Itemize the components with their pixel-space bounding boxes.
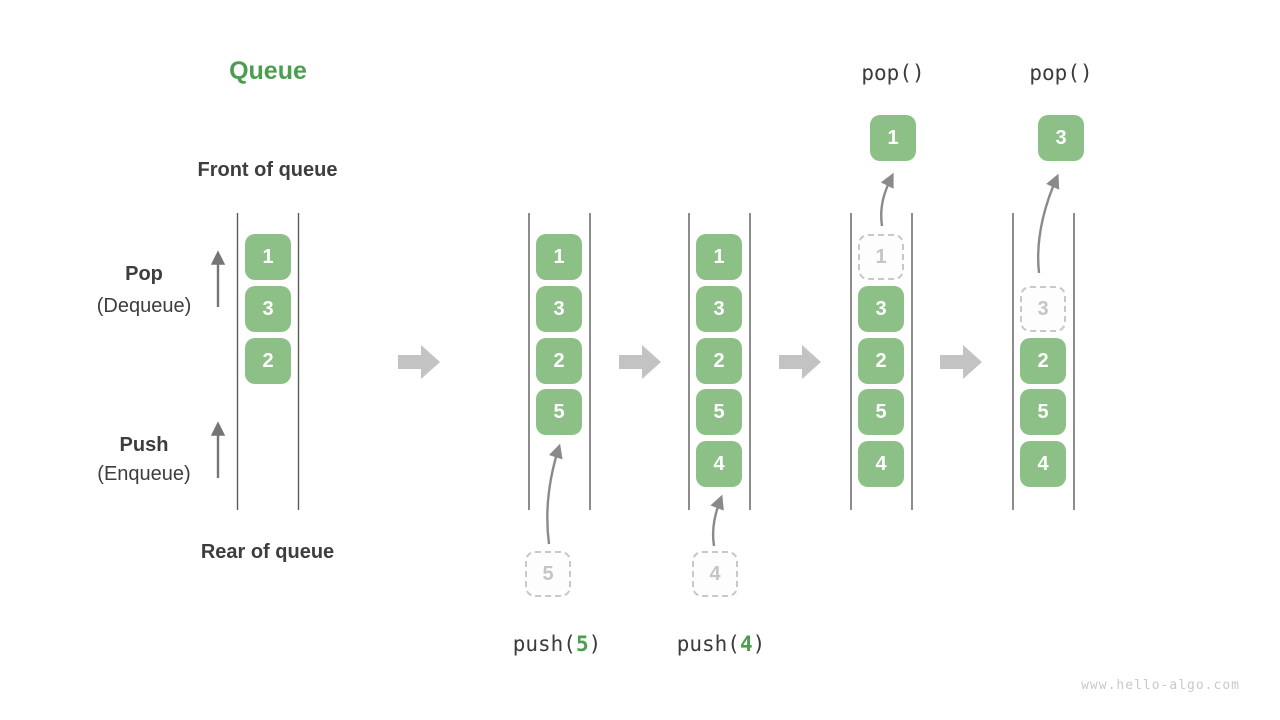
diagram-title: Queue [229,57,307,85]
queue-cell: 1 [696,234,742,280]
push-call-prefix: push( [512,632,576,656]
popped-value-cell: 3 [1038,115,1084,161]
pop-call-label: pop() [861,61,925,85]
queue-cell: 1 [536,234,582,280]
push-call-label: push(4) [651,632,791,656]
push-call-suffix: ) [752,632,766,656]
queue-cell: 3 [536,286,582,332]
queue-cell: 5 [858,389,904,435]
queue-cell: 4 [858,441,904,487]
push-5-arrow [546,443,563,545]
pop-3-arrow [1037,173,1060,274]
removed-value-cell: 3 [1020,286,1066,332]
push-label: Push [119,434,169,456]
pushed-value-cell: 5 [525,551,571,597]
queue-cell: 5 [1020,389,1066,435]
push-call-arg: 5 [575,632,589,656]
queue-cell: 2 [858,338,904,384]
queue-cell: 2 [696,338,742,384]
push-call-prefix: push( [676,632,740,656]
queue-cell: 1 [245,234,291,280]
pop-1-arrow [880,172,894,227]
queue-cell: 5 [536,389,582,435]
front-of-queue-label: Front of queue [197,159,338,181]
state-transition-arrows [398,345,982,379]
pop-label: Pop [125,263,163,285]
pop-call-label: pop() [1029,61,1093,85]
queue-cell: 2 [536,338,582,384]
queue-cell: 3 [245,286,291,332]
queue-cell: 2 [1020,338,1066,384]
dequeue-label: (Dequeue) [96,295,192,317]
transition-arrow-2 [619,345,661,379]
push-call-label: push(5) [487,632,627,656]
pushed-value-cell: 4 [692,551,738,597]
queue-cell: 5 [696,389,742,435]
push-call-arg: 4 [739,632,753,656]
popped-value-cell: 1 [870,115,916,161]
enqueue-label: (Enqueue) [97,463,191,485]
transition-arrow-3 [779,345,821,379]
removed-value-cell: 1 [858,234,904,280]
push-4-arrow [710,494,724,547]
queue-cell: 3 [696,286,742,332]
rear-of-queue-label: Rear of queue [200,541,335,563]
queue-cell: 4 [696,441,742,487]
queue-rails [236,213,1075,510]
queue-cell: 2 [245,338,291,384]
push-call-suffix: ) [588,632,602,656]
queue-cell: 3 [858,286,904,332]
transition-arrow-4 [940,345,982,379]
transition-arrow-1 [398,345,440,379]
watermark: www.hello-algo.com [1081,678,1240,693]
queue-cell: 4 [1020,441,1066,487]
